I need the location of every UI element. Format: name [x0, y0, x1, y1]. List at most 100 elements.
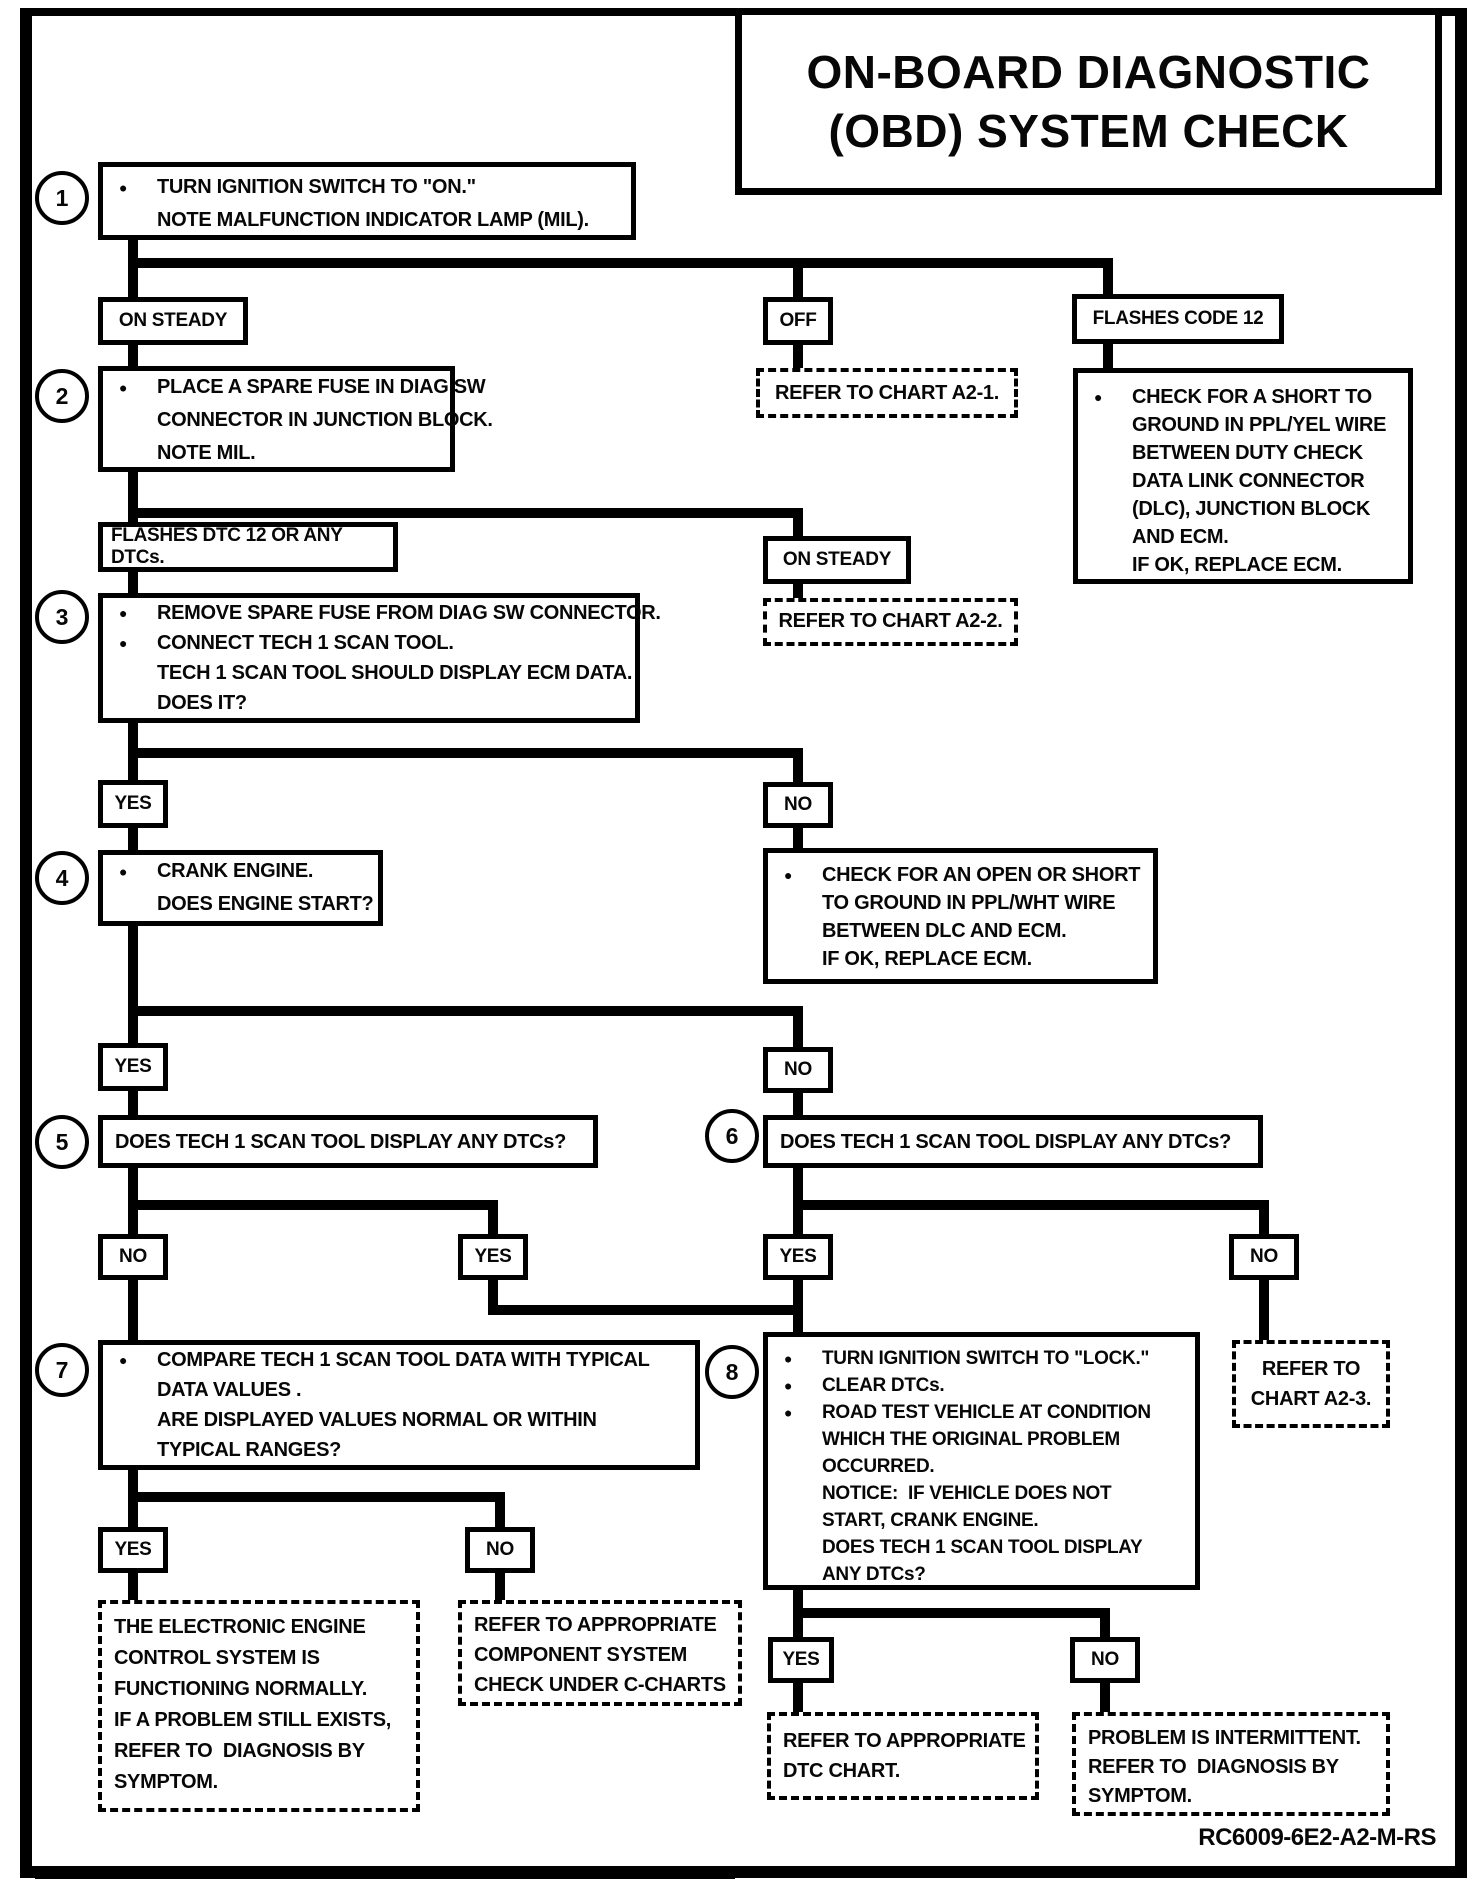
text-line: TURN IGNITION SWITCH TO "LOCK."	[768, 1345, 1195, 1372]
connector-line	[128, 1468, 138, 1502]
text-line: ANY DTCs?	[822, 1564, 926, 1585]
footer-code: RC6009-6E2-A2-M-RS	[1198, 1824, 1436, 1851]
text-line: IF OK, REPLACE ECM.	[822, 948, 1032, 970]
text-line: PLACE A SPARE FUSE IN DIAG SW	[103, 371, 486, 404]
connector-line	[793, 582, 803, 600]
text-line: DOES ENGINE START?	[157, 893, 374, 915]
text-line: IF OK, REPLACE ECM.	[1132, 554, 1342, 576]
text-line: CONNECT TECH 1 SCAN TOOL.	[103, 628, 635, 658]
text-line: REFER TO DIAGNOSIS BY	[1088, 1756, 1339, 1778]
text-line: DOES TECH 1 SCAN TOOL DISPLAY ANY DTCs?	[780, 1130, 1231, 1153]
text-line: REFER TO	[1261, 1358, 1361, 1380]
label-yes-step5: YES	[458, 1234, 528, 1280]
label-yes-step8: YES	[768, 1637, 834, 1683]
label-flashes-code-12: FLASHES CODE 12	[1072, 294, 1284, 344]
label-yes-step7: YES	[98, 1527, 168, 1573]
connector-line	[793, 1091, 803, 1117]
connector-line	[793, 1014, 803, 1049]
label-yes-step6: YES	[763, 1234, 833, 1280]
text-line: AND ECM.	[1132, 526, 1229, 548]
connector-line	[488, 1278, 498, 1315]
step1-box: TURN IGNITION SWITCH TO "ON." NOTE MALFUN…	[98, 162, 636, 240]
text-line: GROUND IN PPL/YEL WIRE	[1132, 414, 1387, 436]
connector-line	[793, 1681, 803, 1714]
text-line: CHECK FOR A SHORT TO	[1078, 383, 1408, 411]
connector-line	[1103, 264, 1113, 296]
text-line: TURN IGNITION SWITCH TO "ON."	[103, 171, 631, 204]
text-line: REFER TO CHART A2-2.	[778, 610, 1003, 632]
step8-box: TURN IGNITION SWITCH TO "LOCK."CLEAR DTC…	[763, 1332, 1200, 1590]
text-line: REMOVE SPARE FUSE FROM DIAG SW CONNECTOR…	[103, 598, 661, 628]
connector-line	[128, 1208, 138, 1236]
text-line: CLEAR DTCs.	[768, 1372, 1195, 1399]
connector-line	[1103, 342, 1113, 370]
connector-line	[793, 264, 803, 299]
text-line: NOTE MIL.	[157, 442, 256, 464]
text-line: START, CRANK ENGINE.	[822, 1510, 1039, 1531]
step-number-6: 6	[705, 1109, 759, 1163]
check-short-ground-box: CHECK FOR A SHORT TO GROUND IN PPL/YEL WI…	[1073, 368, 1413, 584]
step-number-8: 8	[705, 1345, 759, 1399]
text-line: DOES TECH 1 SCAN TOOL DISPLAY ANY DTCs?	[115, 1130, 566, 1153]
page-border	[20, 8, 1467, 1878]
connector-line	[128, 508, 803, 518]
text-line: TECH 1 SCAN TOOL SHOULD DISPLAY ECM DATA…	[157, 662, 633, 684]
connector-line	[128, 1492, 505, 1502]
step5-question-box: DOES TECH 1 SCAN TOOL DISPLAY ANY DTCs?	[98, 1115, 598, 1168]
connector-line	[793, 343, 803, 370]
connector-line	[128, 258, 1113, 268]
label-no-step8: NO	[1070, 1637, 1140, 1683]
step6-question-box: DOES TECH 1 SCAN TOOL DISPLAY ANY DTCs?	[763, 1115, 1263, 1168]
connector-line	[128, 1166, 138, 1210]
connector-line	[128, 1200, 498, 1210]
label-on-steady-2: ON STEADY	[763, 536, 911, 584]
text-line: CONNECTOR IN JUNCTION BLOCK.	[157, 409, 493, 431]
label-yes-step4: YES	[98, 1043, 168, 1091]
text-line: ARE DISPLAYED VALUES NORMAL OR WITHIN	[157, 1409, 597, 1431]
label-no-step4: NO	[763, 1047, 833, 1093]
step-number-7: 7	[35, 1343, 89, 1397]
text-line: BETWEEN DUTY CHECK	[1132, 442, 1363, 464]
connector-line	[128, 343, 138, 368]
text-line: NOTICE: IF VEHICLE DOES NOT	[822, 1483, 1112, 1504]
label-yes-step3: YES	[98, 780, 168, 828]
connector-line	[1100, 1681, 1110, 1714]
connector-line	[1259, 1278, 1269, 1342]
step-number-3: 3	[35, 590, 89, 644]
text-line: ROAD TEST VEHICLE AT CONDITION	[768, 1399, 1195, 1426]
text-line: NOTE MALFUNCTION INDICATOR LAMP (MIL).	[157, 209, 589, 231]
refer-chart-a2-2-box: REFER TO CHART A2-2.	[763, 598, 1018, 646]
connector-line	[793, 1200, 1269, 1210]
step-number-1: 1	[35, 171, 89, 225]
connector-line	[128, 1006, 803, 1016]
connector-line	[488, 1305, 803, 1315]
label-on-steady-1: ON STEADY	[98, 297, 248, 345]
step-number-2: 2	[35, 369, 89, 423]
text-line: DATA LINK CONNECTOR	[1132, 470, 1365, 492]
text-line: CRANK ENGINE.	[103, 855, 378, 888]
text-line: CHECK UNDER C-CHARTS	[474, 1674, 726, 1696]
refer-dtc-chart-box: REFER TO APPROPRIATE DTC CHART.	[767, 1712, 1039, 1800]
step7-box: COMPARE TECH 1 SCAN TOOL DATA WITH TYPIC…	[98, 1340, 700, 1470]
text-line: REFER TO DIAGNOSIS BY	[114, 1740, 365, 1762]
text-line: SYMPTOM.	[114, 1771, 218, 1793]
text-line: COMPONENT SYSTEM	[474, 1644, 687, 1666]
connector-line	[793, 1608, 1110, 1618]
connector-line	[128, 264, 138, 299]
text-line: PROBLEM IS INTERMITTENT.	[1088, 1727, 1361, 1749]
text-line: REFER TO APPROPRIATE	[783, 1730, 1026, 1752]
text-line: REFER TO APPROPRIATE	[474, 1614, 717, 1636]
connector-line	[495, 1502, 505, 1529]
text-line: DTC CHART.	[783, 1760, 900, 1782]
label-no-step7: NO	[465, 1527, 535, 1573]
text-line: REFER TO CHART A2-1.	[774, 382, 1000, 404]
connector-line	[1100, 1616, 1110, 1639]
label-flashes-dtc-12: FLASHES DTC 12 OR ANY DTCs.	[98, 522, 398, 572]
connector-line	[128, 748, 803, 758]
refer-chart-a2-1-box: REFER TO CHART A2-1.	[756, 368, 1018, 418]
connector-line	[488, 1208, 498, 1236]
connector-line	[128, 236, 138, 262]
